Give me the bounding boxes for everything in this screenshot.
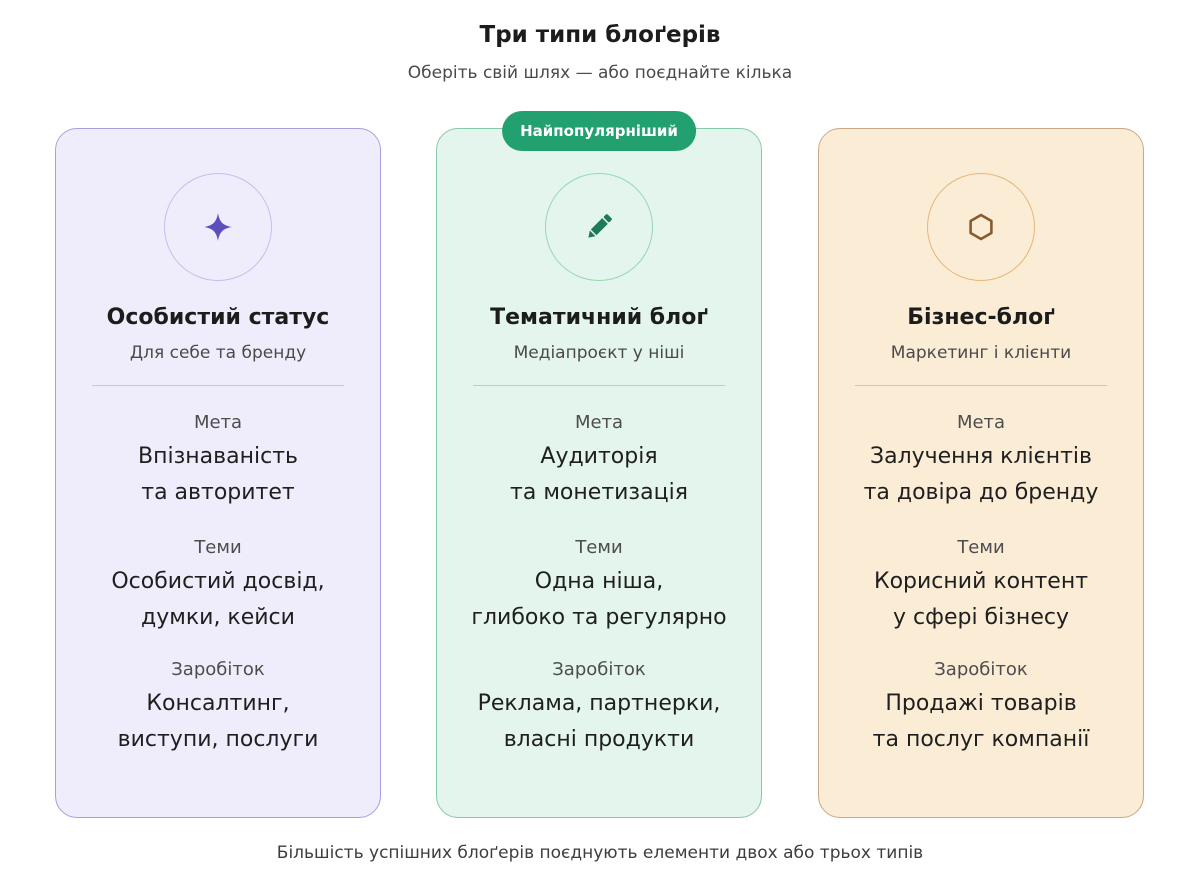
pencil-icon — [588, 214, 612, 238]
topics-line: у сфері бізнесу — [893, 605, 1069, 630]
topics-line: думки, кейси — [141, 605, 295, 630]
goal-value: Залучення клієнтів та довіра до бренду — [819, 439, 1143, 511]
earnings-label: Заробіток — [552, 659, 646, 680]
topics-value: Особистий досвід, думки, кейси — [56, 564, 380, 636]
earnings-line: Продажі товарів — [885, 691, 1077, 716]
card-title: Бізнес-блоґ — [907, 305, 1055, 330]
earnings-value: Реклама, партнерки, власні продукти — [437, 686, 761, 758]
divider — [473, 385, 725, 386]
topics-line: глибоко та регулярно — [471, 605, 727, 630]
earnings-value: Консалтинг, виступи, послуги — [56, 686, 380, 758]
footer-note: Більшість успішних блоґерів поєднують ел… — [276, 843, 924, 863]
topics-line: Корисний контент — [873, 569, 1089, 594]
sparkle-icon — [204, 213, 232, 241]
goal-label: Мета — [193, 412, 243, 433]
topics-line: Особистий досвід, — [111, 569, 325, 594]
icon-circle — [927, 173, 1035, 281]
card-personal-status: Особистий статус Для себе та бренду Мета… — [55, 128, 381, 818]
topics-label: Теми — [957, 537, 1005, 558]
goal-line: та довіра до бренду — [863, 480, 1099, 505]
card-subtitle: Для себе та бренду — [129, 343, 307, 363]
divider — [855, 385, 1107, 386]
card-title: Особистий статус — [106, 305, 330, 330]
earnings-label: Заробіток — [171, 659, 265, 680]
card-title: Тематичний блоґ — [490, 305, 708, 330]
earnings-line: виступи, послуги — [117, 727, 319, 752]
earnings-label: Заробіток — [934, 659, 1028, 680]
topics-value: Одна ніша, глибоко та регулярно — [437, 564, 761, 636]
goal-line: та монетизація — [510, 480, 688, 505]
earnings-line: Реклама, партнерки, — [477, 691, 721, 716]
earnings-value: Продажі товарів та послуг компанії — [819, 686, 1143, 758]
divider — [92, 385, 344, 386]
icon-circle — [545, 173, 653, 281]
card-subtitle: Медіапроєкт у ніші — [513, 343, 685, 363]
goal-value: Впізнаваність та авторитет — [56, 439, 380, 511]
goal-line: та авторитет — [141, 480, 295, 505]
earnings-line: та послуг компанії — [872, 727, 1090, 752]
page-title: Три типи блоґерів — [479, 22, 721, 48]
earnings-line: Консалтинг, — [146, 691, 290, 716]
hexagon-icon — [969, 213, 993, 241]
topics-label: Теми — [194, 537, 242, 558]
icon-circle — [164, 173, 272, 281]
goal-label: Мета — [574, 412, 624, 433]
goal-line: Аудиторія — [540, 444, 658, 469]
goal-line: Впізнаваність — [138, 444, 298, 469]
popular-badge: Найпопулярніший — [502, 111, 696, 151]
page-subtitle: Оберіть свій шлях — або поєднайте кілька — [407, 63, 793, 83]
topics-line: Одна ніша, — [534, 569, 664, 594]
card-subtitle: Маркетинг і клієнти — [890, 343, 1072, 363]
goal-line: Залучення клієнтів — [869, 444, 1092, 469]
goal-value: Аудиторія та монетизація — [437, 439, 761, 511]
card-thematic-blog: Найпопулярніший Тематичний блоґ Медіапро… — [436, 111, 762, 818]
goal-label: Мета — [956, 412, 1006, 433]
topics-value: Корисний контент у сфері бізнесу — [819, 564, 1143, 636]
topics-label: Теми — [575, 537, 623, 558]
earnings-line: власні продукти — [503, 727, 695, 752]
card-business-blog: Бізнес-блоґ Маркетинг і клієнти Мета Зал… — [818, 128, 1144, 818]
